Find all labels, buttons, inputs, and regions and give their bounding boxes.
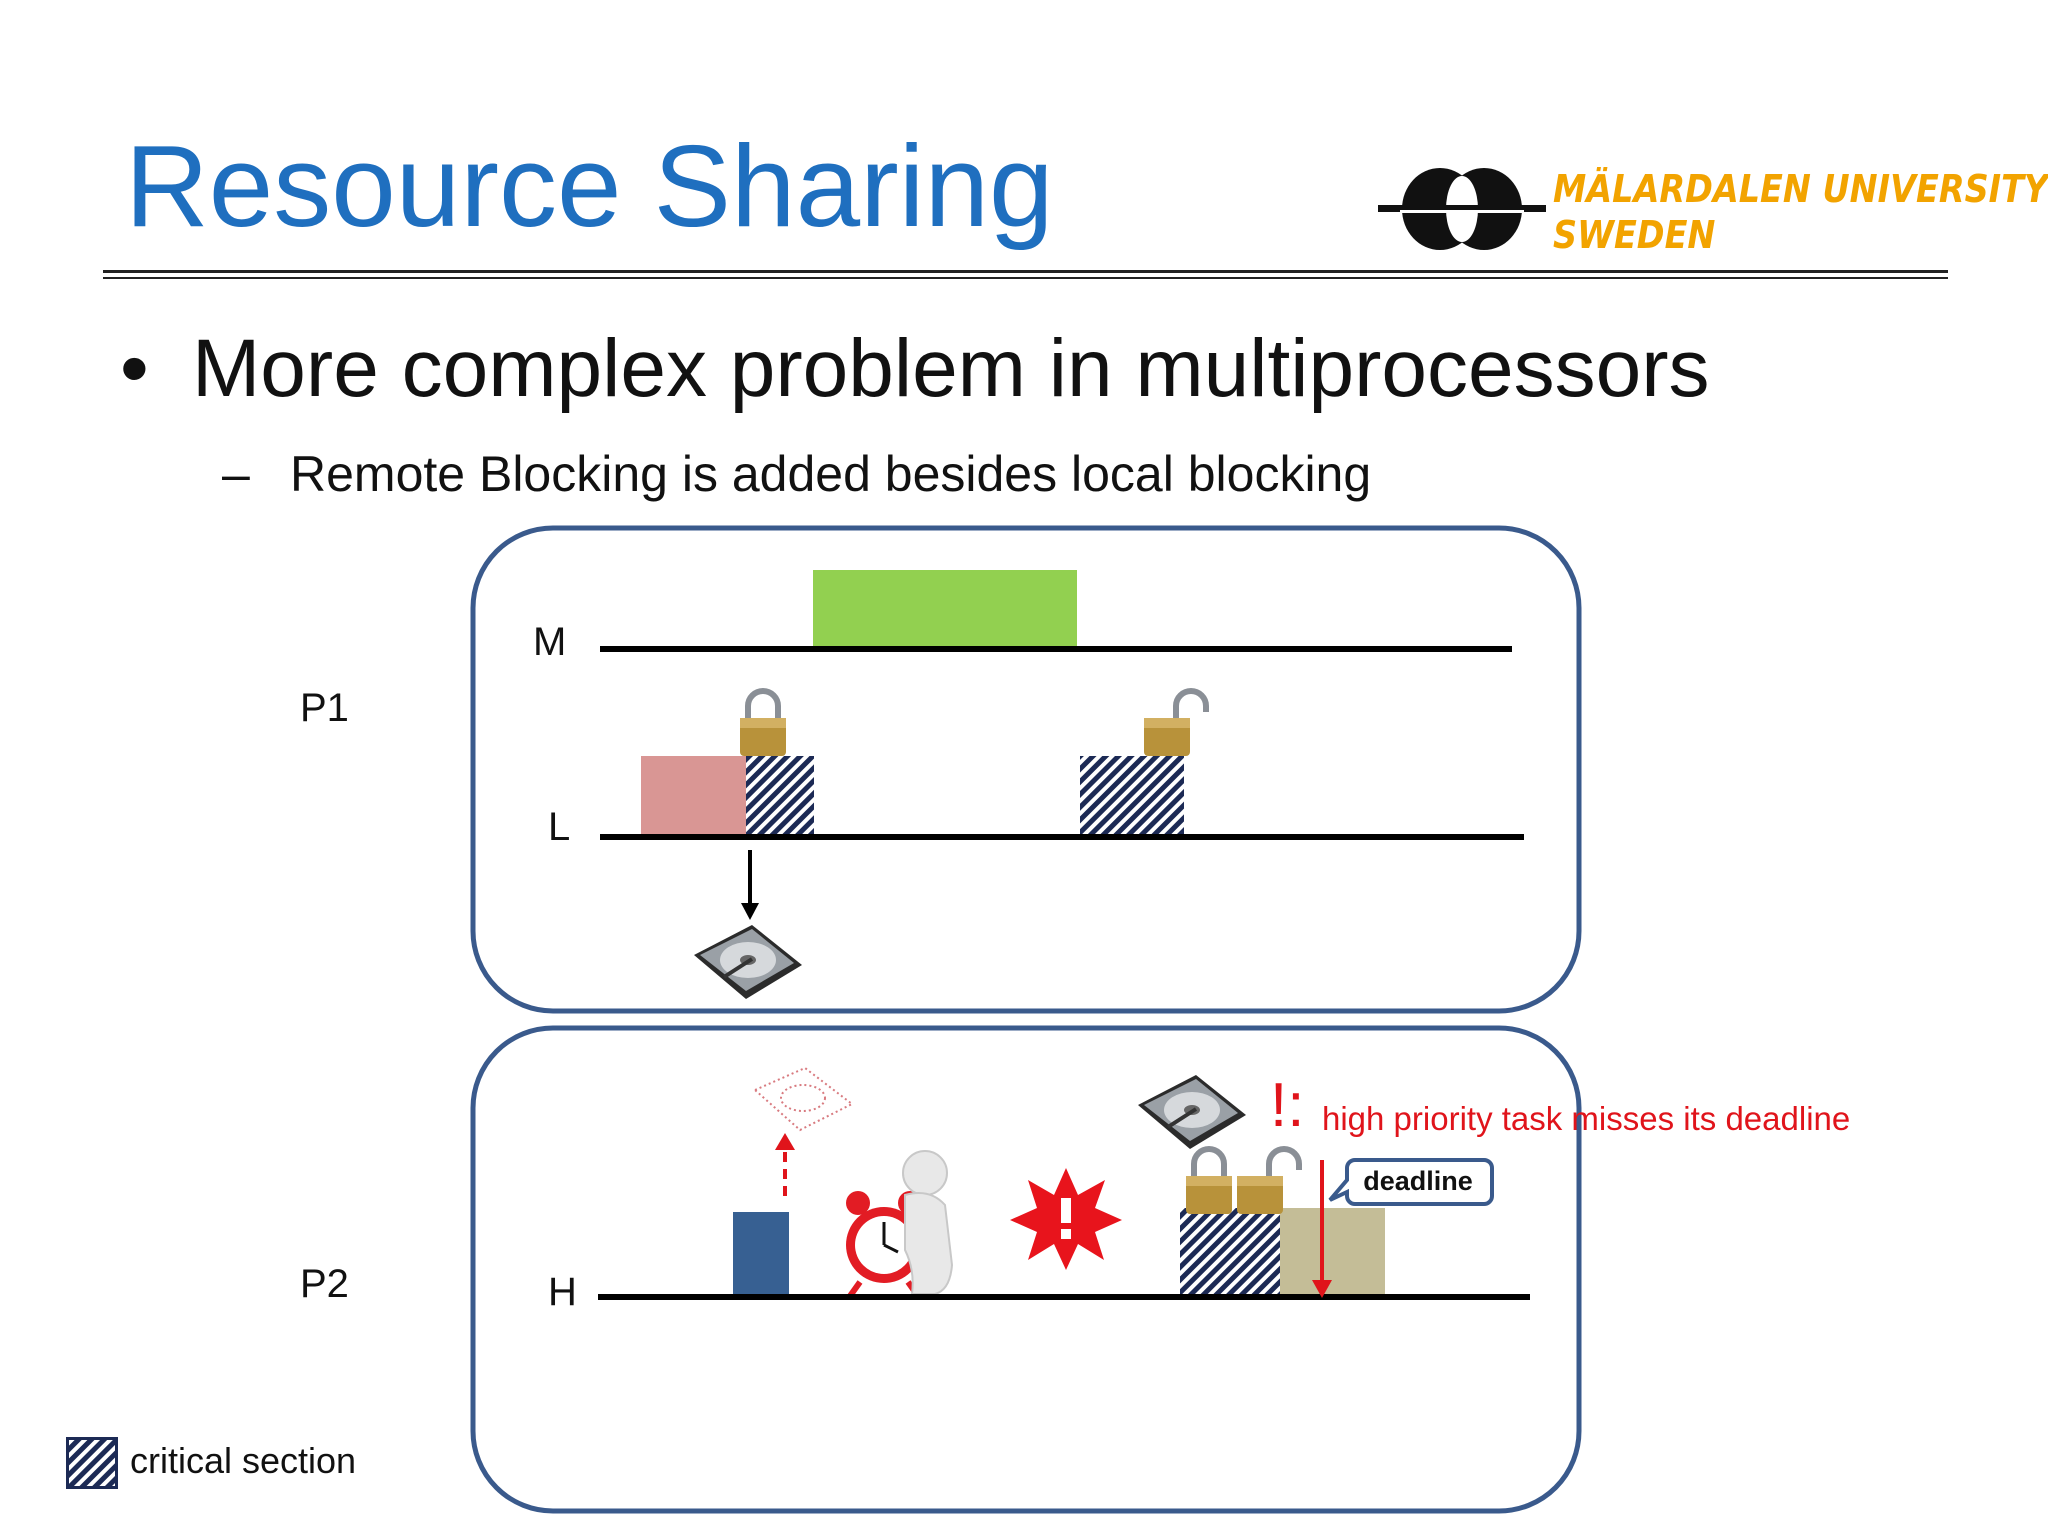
bullet-sub-text: Remote Blocking is added besides local b… (290, 446, 1372, 502)
legend-swatch-fill (69, 1440, 115, 1486)
explosion-mark-bar (1061, 1198, 1071, 1223)
university-name: MÄLARDALEN UNIVERSITY SWEDEN (1553, 166, 2048, 258)
deadline-arrowhead (1312, 1280, 1332, 1298)
legend-swatch (66, 1437, 118, 1489)
explosion-mark-dot (1061, 1229, 1071, 1239)
bullet-main-text: More complex problem in multiprocessors (192, 323, 1710, 414)
resource-access-arrowhead (741, 903, 759, 920)
task-label-m: M (533, 620, 567, 664)
l-task-execution (641, 756, 746, 838)
h-lock-closed-icon (1186, 1149, 1232, 1214)
h-critical-section (1180, 1208, 1280, 1298)
m-task-execution (813, 570, 1077, 650)
h-lock-open-icon (1237, 1149, 1299, 1214)
deadline-label: deadline (1363, 1166, 1473, 1196)
task-label-l: L (548, 805, 571, 849)
processor-label-p1: P1 (300, 686, 349, 730)
processor-label-p2: P2 (300, 1262, 349, 1306)
university-name-line1: MÄLARDALEN UNIVERSITY (1553, 167, 2048, 211)
lock-open-icon (1144, 691, 1206, 756)
p1-box (470, 525, 1582, 1014)
bullet-sub: –Remote Blocking is added besides local … (222, 445, 1371, 503)
bullet-dot: • (120, 323, 149, 414)
h-hard-disk-icon (1136, 1073, 1248, 1151)
l-critical-section-1 (746, 756, 814, 838)
bullet-main: • More complex problem in multiprocessors (120, 322, 1710, 416)
p2-box (470, 1025, 1582, 1514)
lock-closed-icon (740, 691, 786, 756)
l-critical-section-2 (1080, 756, 1184, 838)
h-task-execution (733, 1212, 789, 1298)
faded-hard-disk-icon (753, 1066, 854, 1132)
university-logo-icon (1378, 168, 1546, 250)
request-arrowhead (775, 1133, 795, 1150)
slide-title: Resource Sharing (125, 121, 1054, 251)
title-divider-bottom (103, 277, 1948, 279)
deadline-callout (1328, 1158, 1494, 1206)
alarm-clock-figure-icon (846, 1150, 954, 1298)
hard-disk-icon (692, 923, 804, 1001)
legend-label: critical section (130, 1440, 357, 1481)
bullet-dash: – (222, 446, 250, 502)
university-name-line2: SWEDEN (1553, 213, 1716, 257)
warning-text: high priority task misses its deadline (1322, 1100, 1851, 1137)
task-label-h: H (548, 1270, 577, 1314)
warning-mark: !: (1270, 1071, 1304, 1140)
h-task-remaining (1280, 1208, 1385, 1298)
title-divider-top (103, 270, 1948, 273)
